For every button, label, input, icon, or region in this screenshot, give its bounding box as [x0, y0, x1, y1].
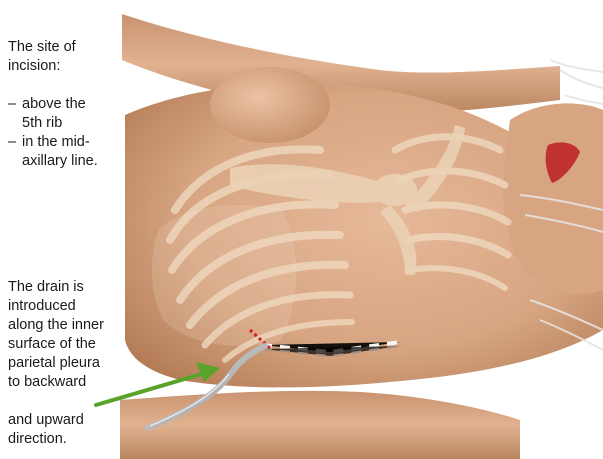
bullet-dash: – — [8, 95, 22, 114]
lung-outline — [153, 206, 295, 345]
drain-caption-line: to backward — [8, 373, 104, 392]
incision-bullet-text: 5th rib — [8, 114, 98, 133]
drain-caption-line: The drain is — [8, 278, 104, 297]
bullet-dash: – — [8, 133, 22, 152]
drain-caption-line: introduced — [8, 297, 104, 316]
incision-bullet-text: axillary line. — [8, 152, 98, 171]
drain-direction-caption: The drain is introduced along the inner … — [8, 278, 104, 449]
drain-caption-line: along the inner — [8, 316, 104, 335]
lower-arm — [120, 391, 520, 459]
drain-caption-line: and upward — [8, 411, 104, 430]
incision-bullet-text: above the — [22, 96, 86, 112]
incision-bullet-text: in the mid- — [22, 134, 90, 150]
incision-title-line: incision: — [8, 57, 98, 76]
breast — [210, 67, 330, 143]
incision-title-line: The site of — [8, 38, 98, 57]
incision-site-caption: The site of incision: –above the 5th rib… — [8, 38, 98, 171]
drain-caption-line: direction. — [8, 430, 104, 449]
drain-caption-line: surface of the — [8, 335, 104, 354]
drain-caption-line: parietal pleura — [8, 354, 104, 373]
